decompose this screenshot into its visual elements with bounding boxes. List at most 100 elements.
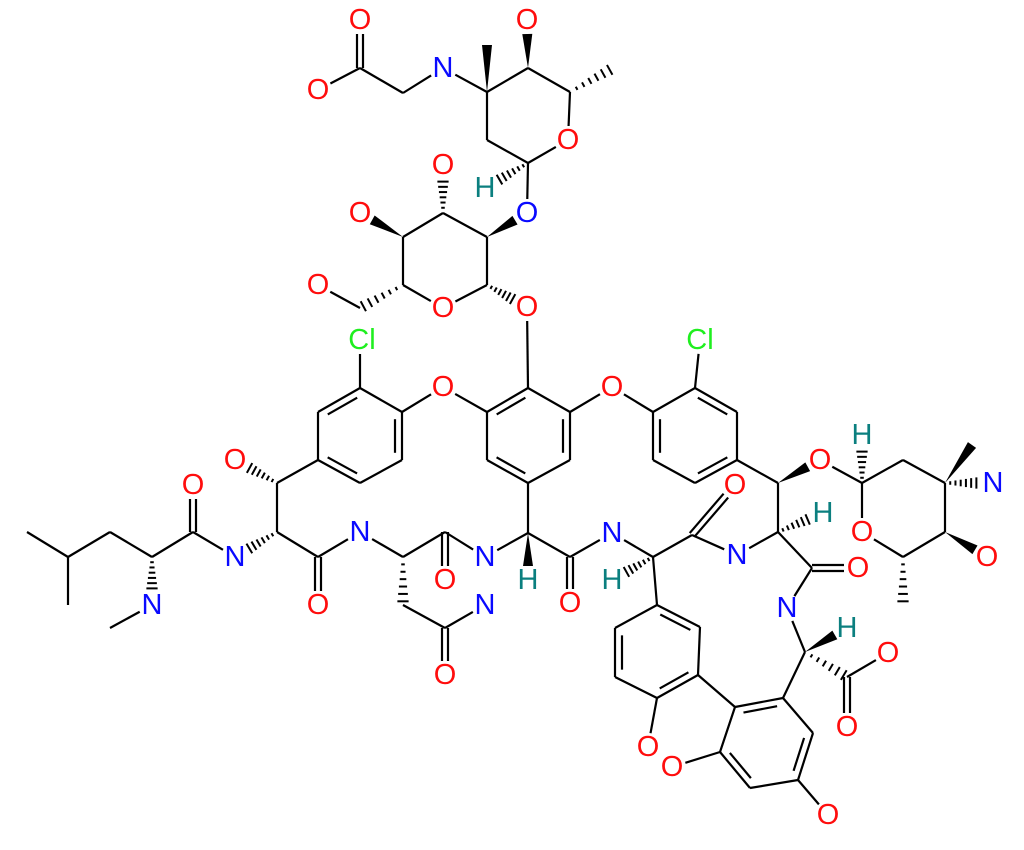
bond bbox=[652, 534, 693, 558]
bond bbox=[402, 531, 446, 558]
bond bbox=[486, 67, 529, 93]
bond bbox=[656, 674, 699, 699]
atom-label: N bbox=[225, 541, 246, 573]
hash-bond bbox=[632, 562, 639, 571]
bond bbox=[151, 531, 194, 558]
atom-label: N bbox=[983, 467, 1004, 499]
bond bbox=[192, 531, 224, 551]
bond bbox=[694, 387, 738, 413]
atom-label: N bbox=[475, 589, 496, 621]
hash-bond bbox=[622, 566, 631, 578]
atom-label: N bbox=[777, 592, 798, 624]
hash-bond bbox=[506, 170, 512, 179]
hash-bond bbox=[493, 286, 498, 293]
atom-labels: O O N O O H O O O O O O Cl Cl O O O O N … bbox=[142, 4, 1004, 831]
hash-bond bbox=[516, 165, 521, 172]
hash-bond bbox=[606, 64, 614, 76]
hash-bond bbox=[574, 86, 579, 91]
bond bbox=[748, 531, 779, 550]
atom-label: O bbox=[847, 552, 870, 584]
hash-bond bbox=[627, 564, 635, 575]
atom-label: O bbox=[836, 711, 859, 743]
atom-label: O bbox=[182, 469, 205, 501]
hash-bond bbox=[511, 167, 517, 175]
hash-bond bbox=[394, 286, 399, 291]
atom-label: O bbox=[516, 291, 539, 323]
hash-bond bbox=[509, 293, 517, 305]
hash-bond bbox=[799, 516, 806, 527]
hash-bond bbox=[804, 513, 811, 526]
hash-bond bbox=[255, 538, 262, 547]
bond bbox=[792, 737, 806, 772]
bond bbox=[651, 556, 659, 606]
atom-label: O bbox=[637, 731, 660, 763]
atom-label: N bbox=[433, 52, 454, 84]
bond bbox=[444, 611, 474, 629]
hash-bond bbox=[785, 525, 790, 531]
bond bbox=[567, 91, 572, 127]
bond bbox=[359, 387, 403, 413]
hash-bond bbox=[260, 472, 266, 479]
hash-bond bbox=[840, 669, 848, 681]
bond bbox=[444, 531, 474, 551]
atom-label: N bbox=[350, 516, 371, 548]
bond bbox=[317, 459, 361, 484]
bond bbox=[454, 73, 488, 93]
bond bbox=[749, 778, 799, 790]
bond bbox=[402, 604, 446, 629]
bond bbox=[693, 353, 700, 389]
atom-label: N bbox=[602, 517, 623, 549]
bond bbox=[697, 456, 728, 475]
bond bbox=[67, 531, 111, 558]
bond bbox=[902, 531, 946, 558]
bond bbox=[734, 696, 784, 709]
atom-label: O bbox=[349, 4, 372, 36]
bond bbox=[402, 284, 432, 302]
bond bbox=[402, 74, 432, 94]
hash-bond bbox=[827, 663, 834, 672]
bond bbox=[693, 496, 729, 538]
bond bbox=[317, 387, 361, 413]
atom-label: H bbox=[475, 172, 496, 204]
bond bbox=[846, 659, 877, 678]
bond bbox=[486, 459, 529, 484]
atom-label: O bbox=[601, 371, 624, 403]
hash-bond bbox=[380, 292, 386, 300]
hash-bond bbox=[270, 478, 275, 483]
bond bbox=[652, 459, 696, 484]
bond bbox=[614, 604, 658, 629]
bond bbox=[861, 459, 904, 484]
bond bbox=[694, 459, 738, 484]
hash-bond bbox=[790, 522, 796, 530]
hash-bond bbox=[833, 666, 841, 676]
atom-label: O bbox=[851, 516, 874, 548]
hash-bond bbox=[250, 465, 258, 476]
bond bbox=[736, 459, 779, 484]
atom-label: O bbox=[434, 659, 457, 691]
bond bbox=[527, 459, 571, 484]
bond bbox=[454, 392, 488, 413]
wedge-bond bbox=[369, 215, 403, 237]
atom-label: O bbox=[809, 444, 832, 476]
atom-label: O bbox=[307, 74, 330, 106]
hash-bond bbox=[260, 536, 266, 544]
wedge-bond bbox=[522, 33, 533, 68]
atom-label: O bbox=[661, 751, 684, 783]
bond bbox=[649, 697, 659, 734]
atom-label: O bbox=[307, 269, 330, 301]
atom-label: O bbox=[432, 149, 455, 181]
bond bbox=[526, 320, 530, 389]
atom-label: H bbox=[813, 497, 834, 529]
bond bbox=[276, 459, 319, 484]
hash-bond bbox=[646, 557, 651, 562]
atom-label: O bbox=[432, 371, 455, 403]
atom-label: H bbox=[852, 419, 873, 451]
bond bbox=[371, 538, 404, 558]
bond bbox=[496, 396, 526, 416]
atom-label: O bbox=[516, 197, 539, 229]
hash-bond bbox=[593, 73, 600, 82]
bond bbox=[569, 393, 601, 413]
bond bbox=[442, 212, 488, 238]
atom-label: O bbox=[516, 4, 539, 36]
